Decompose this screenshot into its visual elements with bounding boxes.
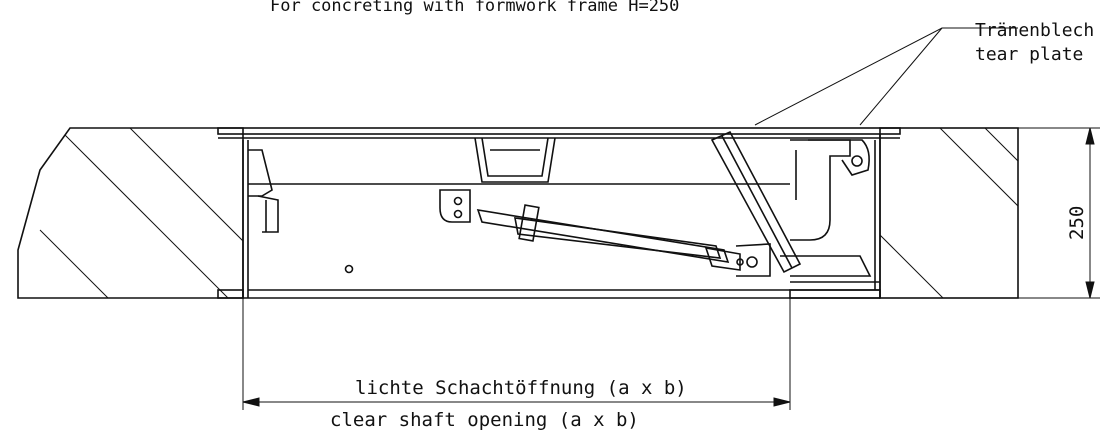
height-dimension-value: 250 [1066, 206, 1088, 240]
left-hinge-bracket [248, 149, 279, 233]
height-dimension [1018, 127, 1100, 299]
callout-leaders [754, 27, 1018, 126]
callout-label-de: Tränenblech [975, 20, 1094, 41]
callout-label-en: tear plate [975, 44, 1083, 65]
opening-label-en: clear shaft opening (a x b) [330, 409, 639, 431]
locking-arm [710, 130, 880, 283]
concrete-slab-left [17, 127, 244, 299]
formwork-frame [217, 134, 881, 299]
opening-label-de: lichte Schachtöffnung (a x b) [355, 377, 687, 399]
opening-dimension [242, 298, 791, 410]
center-channel [474, 137, 556, 183]
fixing-hole [344, 264, 354, 274]
tear-plate [217, 127, 901, 139]
drawing-title: For concreting with formwork frame H=250 [270, 0, 679, 16]
gas-strut [439, 189, 771, 277]
